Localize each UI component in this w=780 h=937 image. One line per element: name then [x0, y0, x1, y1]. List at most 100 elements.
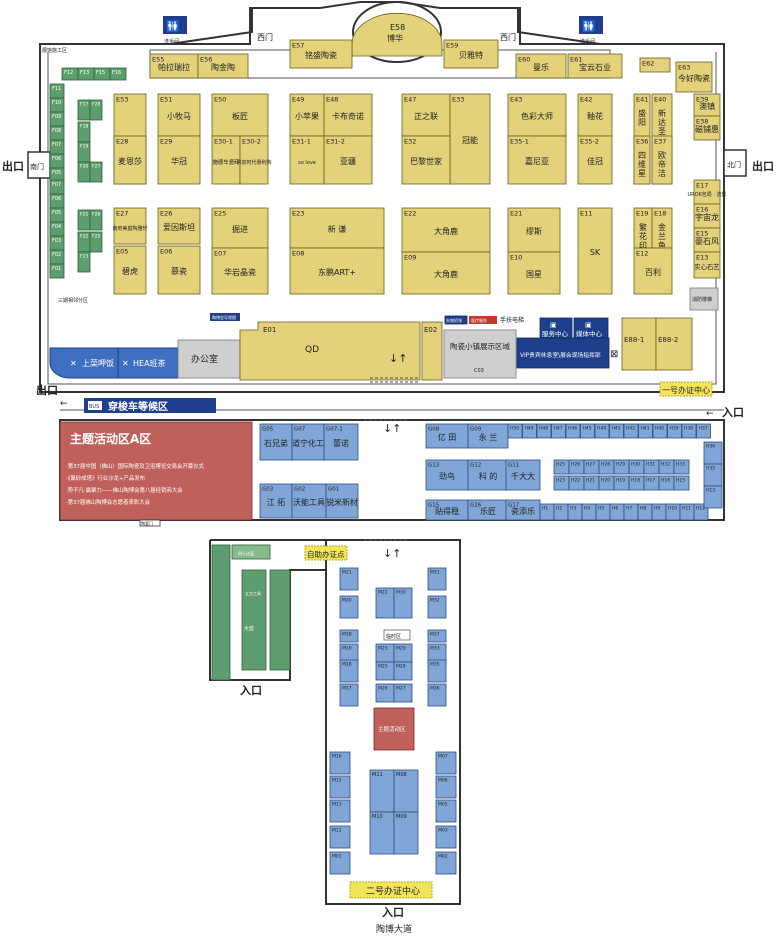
booth-E01[interactable]: E01 QD: [239, 321, 421, 381]
booth-H7[interactable]: H7: [623, 503, 639, 521]
booth-H18[interactable]: H18: [628, 475, 645, 491]
booth-E31-2[interactable]: E31-2亚疆: [323, 135, 373, 185]
booth-M12[interactable]: M12: [329, 825, 351, 849]
booth-F07[interactable]: F07: [49, 139, 65, 155]
booth-H21[interactable]: H21: [583, 475, 600, 491]
booth-H20[interactable]: H20: [598, 475, 615, 491]
booth-M17[interactable]: M17: [339, 683, 359, 707]
booth-F13[interactable]: F13: [77, 67, 95, 81]
booth-H23[interactable]: H23: [553, 475, 570, 491]
booth-M38[interactable]: M38: [339, 629, 359, 643]
booth-F08[interactable]: F08: [49, 125, 65, 141]
booth-F10[interactable]: F10: [49, 97, 65, 113]
booth-H42[interactable]: H42: [623, 423, 639, 439]
vip-lounge[interactable]: VIP贵宾休息室\展会现场指挥部: [516, 337, 610, 369]
booth-M37[interactable]: M37: [427, 629, 447, 643]
booth-F17[interactable]: F17: [77, 99, 91, 121]
booth-H15[interactable]: H15: [673, 475, 690, 491]
booth-F11[interactable]: F11: [49, 83, 65, 99]
booth-M36[interactable]: M36: [427, 683, 447, 707]
booth-M06[interactable]: M06: [435, 775, 457, 799]
booth-M35[interactable]: M35: [427, 659, 447, 683]
hea-tea-area[interactable]: ✕ HEA班茶: [117, 347, 179, 379]
booth-H22[interactable]: H22: [568, 475, 585, 491]
booth-H5[interactable]: H5: [595, 503, 611, 521]
booth-F05[interactable]: F05: [49, 207, 65, 223]
booth-M23[interactable]: M23: [375, 643, 395, 663]
booth-M16[interactable]: M16: [329, 751, 351, 775]
booth-H28[interactable]: H28: [598, 459, 615, 475]
booth-H46[interactable]: H46: [565, 423, 581, 439]
booth-H8[interactable]: H8: [637, 503, 653, 521]
booth-H16[interactable]: H16: [658, 475, 675, 491]
media-center[interactable]: ▣ 媒体中心: [573, 317, 609, 339]
booth-H38[interactable]: H38: [681, 423, 697, 439]
booth-H35[interactable]: H35: [703, 463, 723, 487]
booth-F18[interactable]: F18: [77, 121, 91, 143]
booth-F16[interactable]: F16: [109, 67, 127, 81]
booth-M15[interactable]: M15: [329, 775, 351, 799]
booth-M28[interactable]: M28: [393, 661, 413, 681]
id-center-2[interactable]: 二号办证中心: [349, 881, 433, 899]
booth-H11[interactable]: H11: [679, 503, 695, 521]
booth-H9[interactable]: H9: [651, 503, 667, 521]
booth-H4[interactable]: H4: [581, 503, 597, 521]
booth-M30[interactable]: M30: [393, 587, 413, 619]
booth-E88-1[interactable]: E88-1: [621, 317, 657, 371]
booth-H36[interactable]: H36: [703, 441, 723, 465]
booth-M02[interactable]: M02: [435, 851, 457, 875]
booth-M09[interactable]: M09: [393, 811, 419, 855]
booth-M20[interactable]: M20: [339, 595, 359, 619]
self-service-point[interactable]: 自助办证点: [304, 545, 348, 561]
booth-H45[interactable]: H45: [580, 423, 595, 439]
booth-F27[interactable]: F27: [89, 161, 103, 183]
theme-activity-area-a[interactable]: 主题活动区A区 ·第37届中国（佛山）国际陶瓷及卫浴博览交易会开幕仪式 ·《聚砂…: [59, 421, 253, 521]
booth-M18[interactable]: M18: [339, 659, 359, 683]
booth-F06[interactable]: F06: [49, 153, 65, 169]
booth-F05[interactable]: F05: [49, 167, 65, 183]
booth-H50[interactable]: H50: [507, 423, 523, 439]
booth-H6[interactable]: H6: [609, 503, 625, 521]
booth-H47[interactable]: H47: [551, 423, 566, 439]
booth-H30[interactable]: H30: [628, 459, 645, 475]
booth-M27[interactable]: M27: [393, 683, 413, 703]
booth-M22[interactable]: M22: [375, 587, 395, 619]
booth-M01[interactable]: M01: [329, 851, 351, 875]
booth-H19[interactable]: H19: [613, 475, 630, 491]
booth-H3[interactable]: H3: [567, 503, 583, 521]
booth-M07[interactable]: M07: [435, 751, 457, 775]
shuttle-waiting-area[interactable]: BUS 穿梭车等候区: [84, 398, 216, 413]
id-center-1[interactable]: 一号办证中心: [659, 381, 713, 397]
booth-F20[interactable]: F20: [77, 161, 91, 183]
booth-H1[interactable]: H1: [539, 503, 555, 521]
booth-H33[interactable]: H33: [673, 459, 690, 475]
booth-H10[interactable]: H10: [665, 503, 681, 521]
